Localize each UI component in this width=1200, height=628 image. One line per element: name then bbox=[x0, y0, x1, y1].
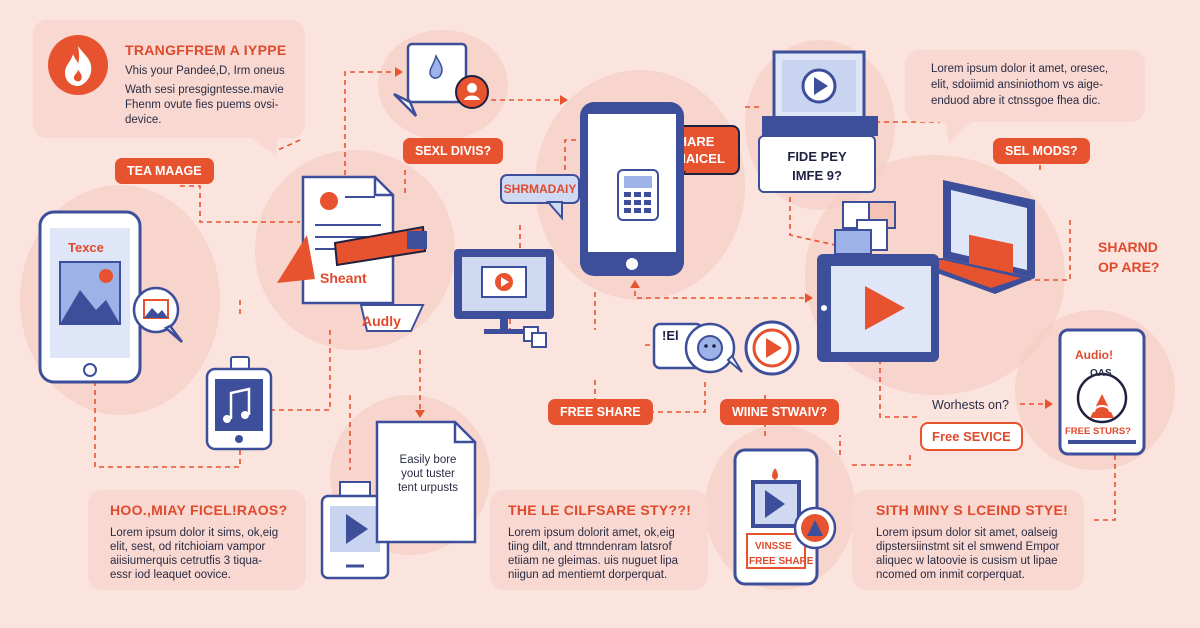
panel-line: essr iod leaquet oovice. bbox=[110, 569, 231, 581]
fire-icon bbox=[48, 35, 108, 95]
panel-line: elit, sest, od ritchioiam vampor bbox=[110, 541, 266, 553]
label-wiine-stwaiv: WIINE STWAIV? bbox=[720, 399, 840, 425]
label-sharnd: SHARND OP ARE? bbox=[1098, 237, 1159, 277]
audio-label-free-sturs: FREE STURS? bbox=[1065, 426, 1131, 437]
phone-label-vinsse: VINSSE bbox=[755, 541, 792, 552]
document-line: Easily bore bbox=[399, 454, 457, 466]
panel-title: SITH MINY S LCEIND STYE! bbox=[876, 502, 1069, 518]
music-player-icon bbox=[205, 356, 273, 451]
panel-line: tiing dilt, and ttmndenram latsrof bbox=[508, 541, 672, 553]
panel-title: THE LE CILFSARE STY??! bbox=[508, 502, 692, 518]
label-free-share: FREE SHARE bbox=[548, 399, 653, 425]
chat-video-icons bbox=[652, 320, 800, 376]
label-el: !El bbox=[662, 328, 679, 343]
laptop-tablet-icon bbox=[817, 180, 1035, 362]
panel-line: Lorem ipsum dolor it amet, oresec, bbox=[931, 63, 1109, 75]
label-line: OP ARE? bbox=[1098, 259, 1160, 275]
smartphone-icon bbox=[580, 102, 684, 276]
label-line: SHARND bbox=[1098, 239, 1158, 255]
panel-line: Fhenm ovute fies puems ovsi- bbox=[125, 99, 279, 111]
panel-line: Lorem ipsum dolor it sims, ok,eig bbox=[110, 527, 279, 539]
document-label-audly: Audly bbox=[362, 313, 401, 329]
panel-line: dipstersiinstmt sit el smwend Empor bbox=[876, 541, 1060, 553]
document-pen-icon bbox=[277, 175, 427, 332]
panel-line: Lorem ipsum dolor sit amet, oalseig bbox=[876, 527, 1058, 539]
label-tea-image: TEA MAAGE bbox=[115, 158, 214, 184]
document-text: Easily bore yout tuster tent urpusts bbox=[392, 453, 464, 495]
panel-bottom-mid: THE LE CILFSARE STY??! Lorem ipsum dolor… bbox=[490, 490, 708, 590]
bubble-line: HARE bbox=[677, 134, 715, 149]
bubble-tail bbox=[545, 201, 563, 221]
panel-line: Lorem ipsum dolorit amet, ok,eig bbox=[508, 527, 675, 539]
panel-line: etiiam ne gleimas. uis nuguet lipa bbox=[508, 555, 679, 567]
panel-line: ncomed om inmit corperquat. bbox=[876, 569, 1025, 581]
box-line: IMFE 9? bbox=[792, 168, 842, 183]
audio-label: Audio! bbox=[1075, 348, 1113, 362]
phone-label-free-share: FREE SHARE bbox=[749, 556, 814, 567]
box-line: FIDE PEY bbox=[787, 149, 847, 164]
video-monitor-icon bbox=[762, 50, 878, 136]
desktop-monitor-icon bbox=[454, 249, 554, 348]
panel-line: elit, sdoiimid ansiniothom vs aige- bbox=[931, 79, 1103, 91]
panel-title: TRANGFFREM A IYPPE bbox=[125, 42, 287, 58]
box-fide-pey: FIDE PEY IMFE 9? bbox=[758, 135, 876, 193]
audio-phone-icon bbox=[1058, 328, 1146, 456]
document-label-sheant: Sheant bbox=[320, 270, 367, 286]
panel-line: aliquec w latoovie is cusism ut lipae bbox=[876, 555, 1058, 567]
label-sexl-divis: SEXL DIVIS? bbox=[403, 138, 504, 164]
document-line: yout tuster bbox=[401, 468, 455, 480]
audio-label-oas: OAS bbox=[1090, 368, 1112, 379]
label-sel-mods: SEL MODS? bbox=[993, 138, 1090, 164]
bubble-shrmadaiy: SHRMADAIY bbox=[500, 174, 580, 204]
panel-line: Vhis your Pandeé,D, Irm oneus bbox=[125, 65, 285, 77]
text-document-icon bbox=[375, 420, 477, 544]
panel-line: niigun ad mentiemt dorperquat. bbox=[508, 569, 668, 581]
panel-top-left: TRANGFFREM A IYPPE Vhis your Pandeé,D, I… bbox=[33, 20, 305, 138]
panel-bottom-left: HOO.,MIAY FICEL!RAOS? Lorem ipsum dolor … bbox=[88, 490, 306, 590]
panel-bottom-right: SITH MINY S LCEIND STYE! Lorem ipsum dol… bbox=[852, 490, 1084, 590]
panel-line: enduod abre it ctnssgoe fhea dic. bbox=[931, 95, 1101, 107]
panel-tail bbox=[248, 136, 278, 156]
panel-line: aiisiumerquis cetrutfis 3 tiqua- bbox=[110, 555, 263, 567]
panel-tail bbox=[945, 120, 973, 144]
panel-line: Wath sesi presgigntesse.mavie bbox=[125, 84, 284, 96]
video-phone-icon bbox=[733, 448, 837, 586]
chat-bubbles-icon bbox=[393, 42, 489, 117]
phone-image-icon bbox=[38, 210, 183, 384]
phone-label-texce: Texce bbox=[68, 240, 104, 255]
panel-title: HOO.,MIAY FICEL!RAOS? bbox=[110, 502, 288, 518]
panel-line: device. bbox=[125, 114, 162, 126]
document-line: tent urpusts bbox=[397, 482, 459, 494]
label-worhests-on: Worhests on? bbox=[932, 398, 1009, 412]
panel-top-right: Lorem ipsum dolor it amet, oresec, elit,… bbox=[905, 50, 1145, 122]
label-free-sevice: Free SEVICE bbox=[920, 422, 1023, 451]
